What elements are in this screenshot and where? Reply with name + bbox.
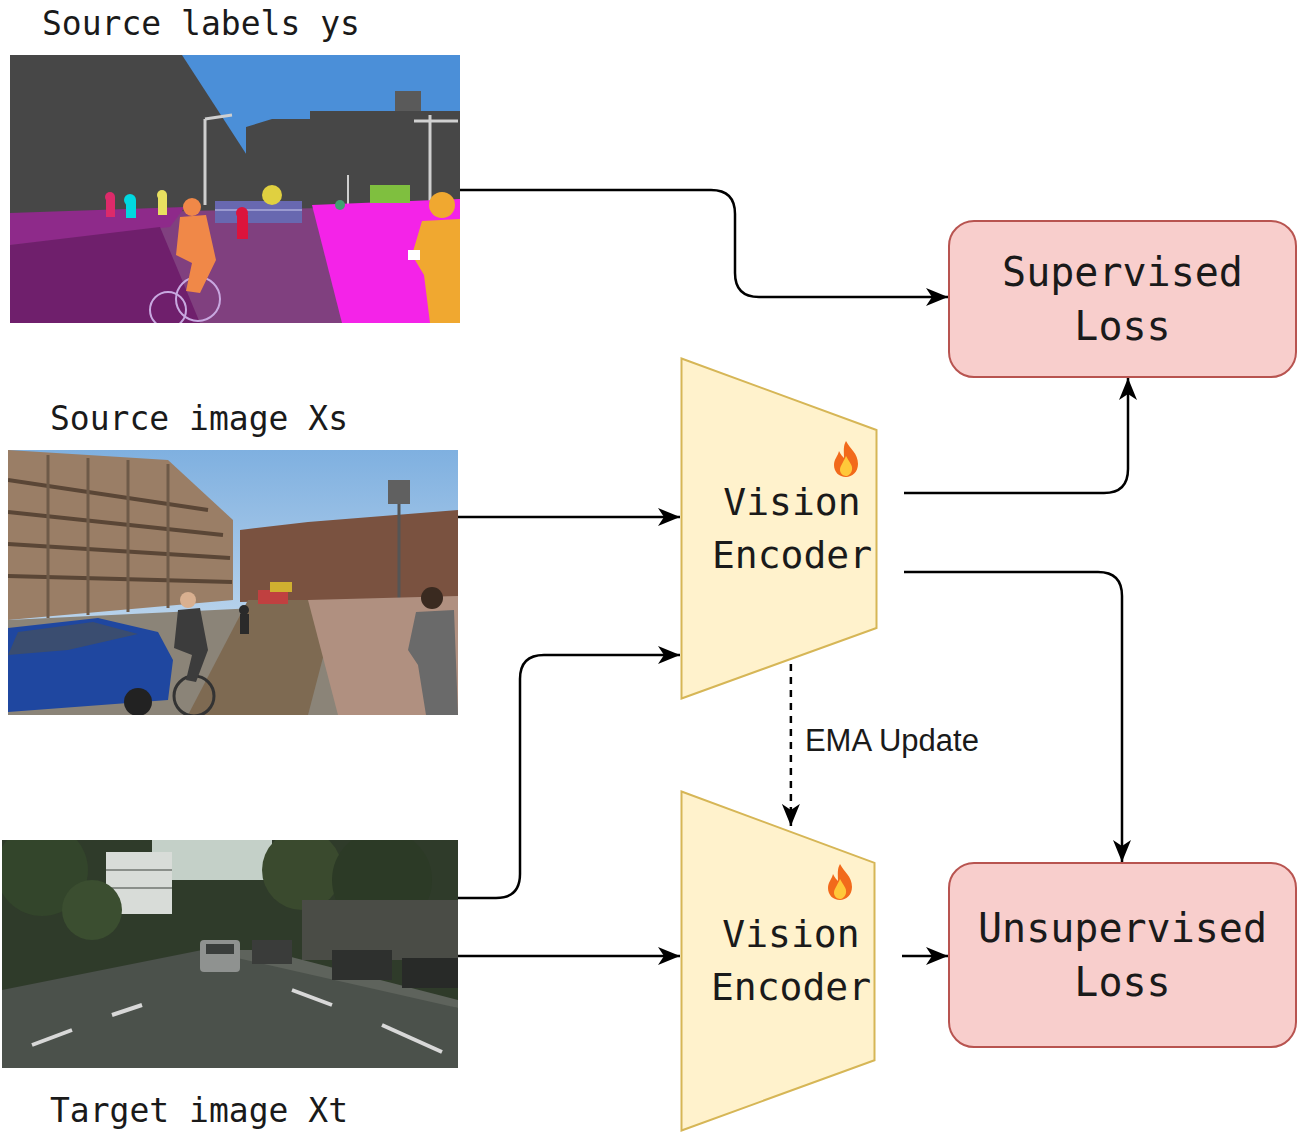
connector-arrow: [902, 955, 948, 958]
connector-arrow: [904, 572, 1122, 862]
source-photo-image: [8, 450, 458, 715]
image-panel: Source image Xs: [8, 450, 458, 715]
image-caption: Source labels ys: [42, 3, 360, 45]
image-caption: Source image Xs: [50, 398, 348, 440]
trapezoid-shape: [680, 357, 878, 700]
encoder-trapezoid: Vision Encoder: [680, 357, 904, 700]
connector-arrow: [460, 190, 948, 297]
loss-box: Supervised Loss: [948, 220, 1297, 378]
connector-arrow: [458, 955, 680, 958]
loss-label: Unsupervised Loss: [968, 901, 1277, 1009]
image-panel: Source labels ys: [10, 55, 460, 323]
target-photo-image: [2, 840, 458, 1068]
loss-label: Supervised Loss: [968, 245, 1277, 353]
trapezoid-shape: [680, 790, 876, 1132]
connector-arrow: [904, 378, 1128, 493]
image-caption: Target image Xt: [50, 1090, 348, 1132]
connector-arrow: [458, 516, 680, 519]
connector-arrow: [790, 664, 793, 826]
encoder-trapezoid: Vision Encoder: [680, 790, 902, 1132]
loss-box: Unsupervised Loss: [948, 862, 1297, 1048]
encoder-label: Vision Encoder: [700, 908, 882, 1014]
fire-icon: [834, 441, 858, 477]
encoder-label: Vision Encoder: [700, 476, 884, 582]
fire-icon: [828, 864, 852, 900]
connector-arrow: [458, 655, 680, 898]
edge-label: EMA Update: [802, 722, 982, 760]
label-map-image: [10, 55, 460, 323]
image-panel: Target image Xt: [2, 840, 458, 1068]
